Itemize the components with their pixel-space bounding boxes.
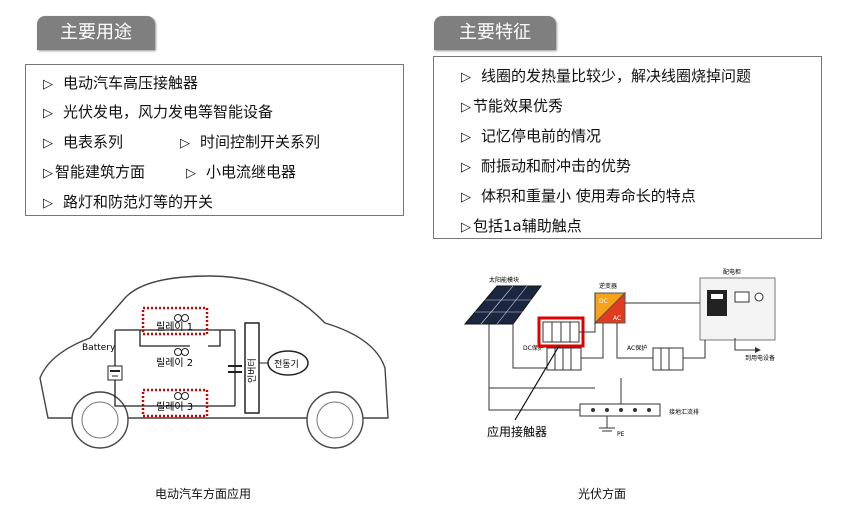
solar-label: 太阳能模块 (489, 276, 519, 284)
features-item-2: ▷节能效果优秀 (461, 97, 564, 115)
triangle-bullet-icon: ▷ (461, 190, 471, 205)
pv-inverter-label: 逆变器 (599, 282, 617, 290)
inverter-label: 인버터 (247, 358, 258, 383)
solar-panel-icon (463, 285, 542, 325)
battery-label: Battery (82, 343, 116, 353)
uses-box (25, 64, 404, 216)
car-wheel-rear (306, 391, 364, 449)
inverter-ac-label: AC (613, 315, 621, 322)
uses-tab[interactable]: 主要用途 (37, 16, 155, 50)
motor-icon (267, 350, 309, 376)
pv-system-diagram: 太阳能模块 DC AC 逆变器 配电柜 DC保护 AC保护 到用电设备 接地汇流… (463, 268, 776, 439)
triangle-bullet-icon: ▷ (461, 100, 471, 115)
triangle-bullet-icon: ▷ (43, 77, 53, 92)
car-body-outline (39, 275, 389, 419)
dc-protection (546, 347, 582, 371)
car-circuit-diagram: Battery 인버터 전동기 릴레이 1 릴레이 2 릴레이 3 (39, 275, 389, 449)
features-tab[interactable]: 主要特征 (434, 16, 556, 50)
contactor-label: 应用接触器 (487, 424, 547, 439)
relay-3-label: 릴레이 3 (156, 400, 193, 413)
features-box (433, 56, 822, 239)
ac-protection (652, 347, 684, 371)
features-item-4: ▷耐振动和耐冲击的优势 (461, 157, 632, 175)
triangle-bullet-icon: ▷ (43, 106, 53, 121)
contactor-pointer (514, 345, 560, 421)
triangle-bullet-icon: ▷ (461, 70, 471, 85)
uses-item-1: ▷电动汽车高压接触器 (43, 74, 199, 92)
uses-item-2: ▷光伏发电，风力发电等智能设备 (43, 103, 274, 121)
uses-item-3: ▷电表系列 (43, 133, 124, 151)
distribution-label: 配电柜 (723, 268, 741, 276)
uses-item-5: ▷智能建筑方面 (43, 163, 146, 181)
triangle-bullet-icon: ▷ (186, 166, 196, 181)
relay-3-highlight (141, 388, 209, 418)
inverter-dc-label: DC (599, 298, 608, 305)
features-item-5: ▷体积和重量小 使用寿命长的特点 (461, 187, 696, 205)
triangle-bullet-icon: ▷ (180, 136, 190, 151)
triangle-bullet-icon: ▷ (461, 220, 471, 235)
ac-protection-label: AC保护 (627, 344, 647, 352)
triangle-bullet-icon: ▷ (461, 160, 471, 175)
pe-label: PE (617, 431, 625, 438)
features-item-3: ▷记忆停电前的情况 (461, 127, 602, 145)
triangle-bullet-icon: ▷ (461, 130, 471, 145)
inverter-box (244, 322, 260, 414)
triangle-bullet-icon: ▷ (43, 196, 53, 211)
features-item-6: ▷包括1a辅助触点 (461, 217, 582, 235)
car-caption: 电动汽车方面应用 (155, 487, 252, 501)
uses-item-6: ▷小电流继电器 (186, 163, 297, 181)
uses-item-7: ▷路灯和防范灯等的开关 (43, 193, 214, 211)
triangle-bullet-icon: ▷ (43, 136, 53, 151)
pv-caption: 光伏方面 (578, 487, 627, 501)
relay-1-label: 릴레이 1 (156, 320, 193, 333)
dc-protection-label: DC保护 (523, 344, 544, 352)
ground-box-label: 接地汇流排 (669, 408, 699, 416)
triangle-bullet-icon: ▷ (43, 166, 53, 181)
car-wheel-front (71, 391, 129, 449)
grid-label: 到用电设备 (745, 354, 775, 362)
relay-1-highlight (141, 306, 209, 336)
battery-icon (107, 365, 123, 381)
features-item-1: ▷线圈的发热量比较少，解决线圈烧掉问题 (461, 67, 752, 85)
relay-2-label: 릴레이 2 (156, 356, 193, 369)
uses-item-4: ▷时间控制开关系列 (180, 133, 321, 151)
motor-label: 전동기 (274, 359, 299, 370)
